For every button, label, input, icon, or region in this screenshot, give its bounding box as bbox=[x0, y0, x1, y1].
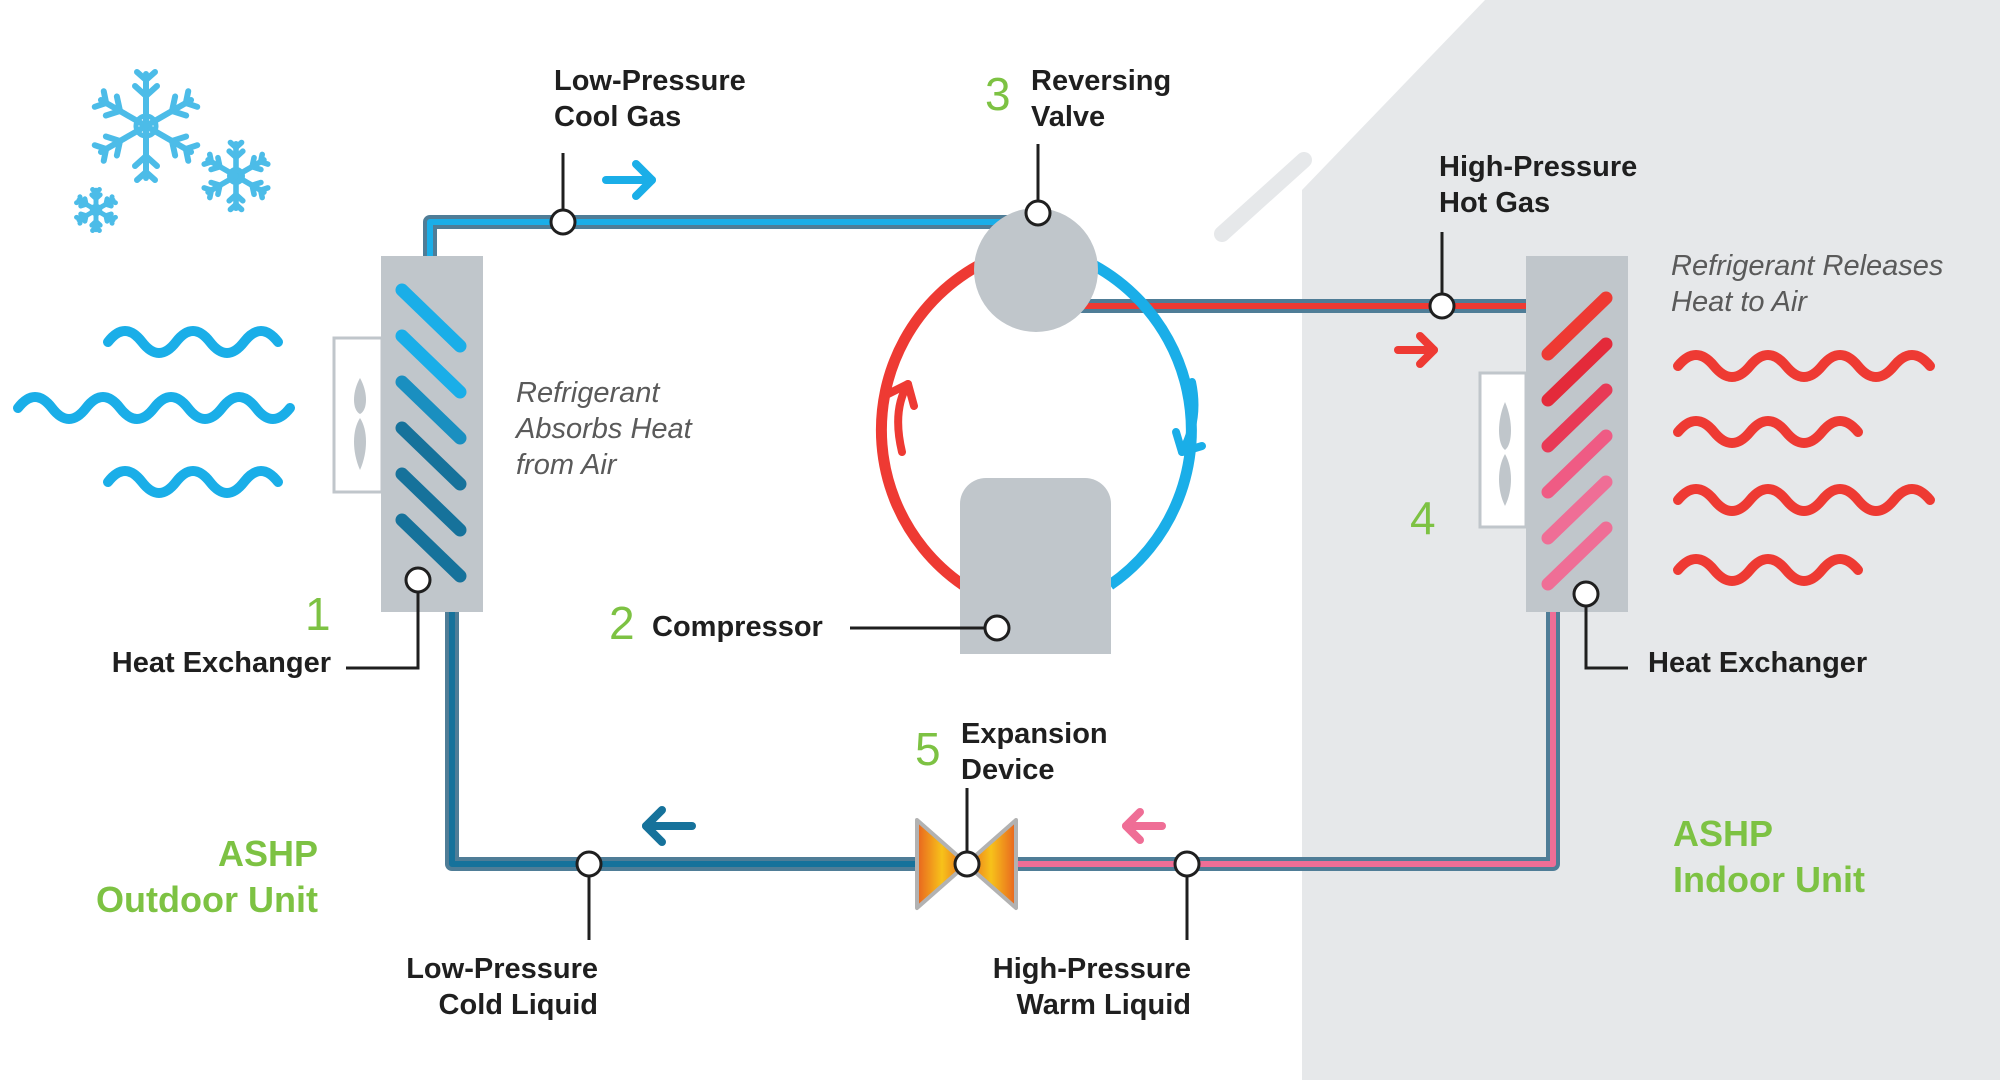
label-refrigerant-releases-2: Heat to Air bbox=[1671, 286, 1808, 318]
hot-air-waves bbox=[1673, 350, 1935, 586]
indoor-fan-icon bbox=[1478, 371, 1528, 529]
label-outdoor-unit-2: Outdoor Unit bbox=[96, 879, 318, 920]
label-outdoor-unit-1: ASHP bbox=[218, 833, 318, 874]
label-low-pressure-cold-liquid-2: Cold Liquid bbox=[439, 989, 598, 1021]
step-number-4: 4 bbox=[1410, 492, 1436, 544]
label-indoor-unit-2: Indoor Unit bbox=[1673, 859, 1865, 900]
label-low-pressure-cool-gas-2: Cool Gas bbox=[554, 101, 681, 133]
label-heat-exchanger-indoor: Heat Exchanger bbox=[1648, 647, 1867, 679]
step-number-5: 5 bbox=[915, 723, 941, 775]
label-refrigerant-releases-1: Refrigerant Releases bbox=[1671, 250, 1943, 282]
reversing-valve bbox=[974, 208, 1098, 332]
label-refrigerant-absorbs-3: from Air bbox=[516, 449, 618, 481]
label-high-pressure-hot-gas-1: High-Pressure bbox=[1439, 151, 1637, 183]
outdoor-heat-exchanger bbox=[381, 256, 483, 612]
indoor-heat-exchanger bbox=[1526, 256, 1628, 612]
label-expansion-device-1: Expansion bbox=[961, 718, 1108, 750]
label-refrigerant-absorbs-1: Refrigerant bbox=[516, 377, 661, 409]
snowflake-icon bbox=[76, 69, 268, 231]
cold-air-waves bbox=[13, 326, 295, 498]
flow-arrow-icon bbox=[602, 160, 1438, 846]
label-indoor-unit-1: ASHP bbox=[1673, 813, 1773, 854]
label-high-pressure-warm-liquid-1: High-Pressure bbox=[993, 953, 1191, 985]
step-number-2: 2 bbox=[609, 597, 635, 649]
label-heat-exchanger-outdoor: Heat Exchanger bbox=[112, 647, 331, 679]
indoor-house-background bbox=[1214, 0, 2000, 1080]
step-number-1: 1 bbox=[305, 588, 331, 640]
outdoor-fan-icon bbox=[332, 336, 384, 494]
leader-dots bbox=[404, 199, 1600, 878]
label-reversing-valve-1: Reversing bbox=[1031, 65, 1171, 97]
label-reversing-valve-2: Valve bbox=[1031, 101, 1105, 133]
expansion-device bbox=[915, 818, 1018, 910]
low-pressure-gas-pipe bbox=[423, 215, 1040, 256]
label-low-pressure-cold-liquid-1: Low-Pressure bbox=[406, 953, 598, 985]
label-expansion-device-2: Device bbox=[961, 754, 1055, 786]
label-high-pressure-hot-gas-2: Hot Gas bbox=[1439, 187, 1550, 219]
step-number-3: 3 bbox=[985, 68, 1011, 120]
label-high-pressure-warm-liquid-2: Warm Liquid bbox=[1016, 989, 1191, 1021]
leader-lines bbox=[346, 144, 1628, 940]
cold-liquid-pipe bbox=[445, 612, 920, 871]
label-low-pressure-cool-gas-1: Low-Pressure bbox=[554, 65, 746, 97]
label-compressor: Compressor bbox=[652, 611, 823, 643]
label-refrigerant-absorbs-2: Absorbs Heat bbox=[514, 413, 694, 445]
